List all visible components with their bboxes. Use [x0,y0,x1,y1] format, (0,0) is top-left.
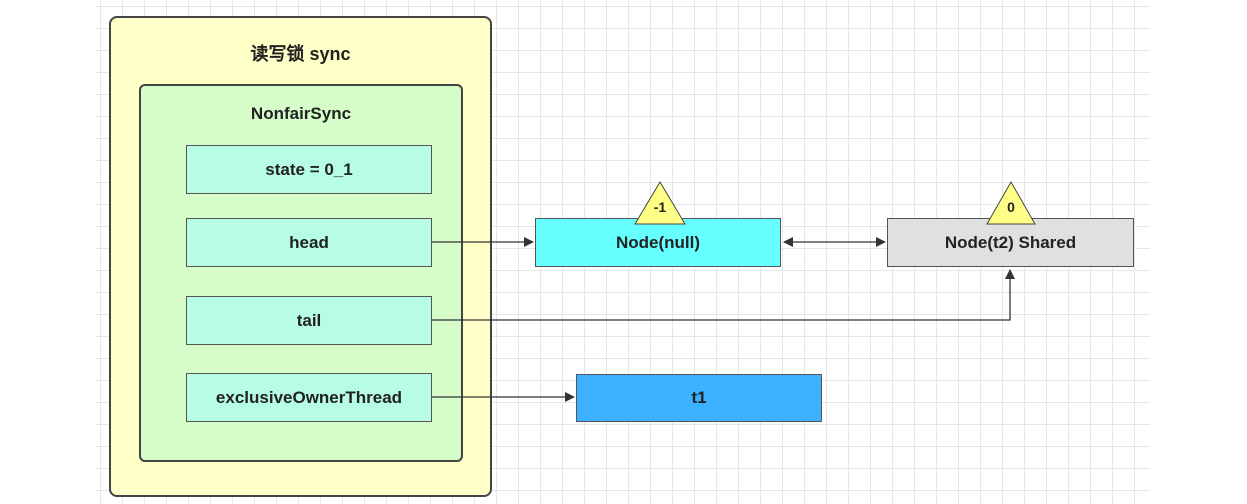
t2-node-status: 0 [1007,199,1015,215]
head-field: head [186,218,432,267]
tail-label: tail [296,310,322,330]
head-node-status: -1 [653,199,667,215]
tail-field: tail [186,296,432,345]
head-label: head [289,232,329,252]
nonfair-sync-title: NonfairSync [250,104,352,123]
owner-thread-label: t1 [691,388,707,407]
exclusive-owner-thread-label: exclusiveOwnerThread [215,387,403,407]
sync-title: 读写锁 sync [250,44,351,64]
tail-pointer-arrow [432,269,1015,321]
head-node: Node(null) [535,218,781,267]
state-label: state = 0_1 [265,159,353,179]
owner-thread-t1: t1 [576,374,822,422]
t2-shared-node: Node(t2) Shared [887,218,1134,267]
exclusive-owner-thread-field: exclusiveOwnerThread [186,373,432,422]
t2-node-status-triangle [986,180,1036,225]
head-node-status-triangle [634,181,686,225]
t2-node-label: Node(t2) Shared [944,232,1077,252]
state-field: state = 0_1 [186,145,432,194]
head-node-label: Node(null) [615,232,701,252]
